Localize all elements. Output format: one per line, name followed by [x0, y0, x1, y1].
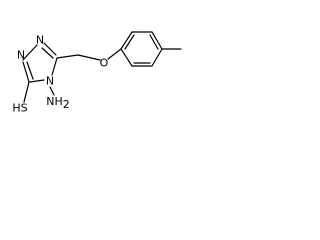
bond-ar1-ar2 [120, 31, 133, 50]
triazole-ring [22, 42, 58, 83]
benzene-ring [120, 31, 163, 67]
amino-nh: NH [46, 95, 63, 108]
bond-ar4-ar5 [151, 48, 163, 67]
bond-ar6-ar1 [120, 48, 133, 67]
bond-ar3-ar4 [151, 31, 163, 50]
bond-n2-c3-double [41, 47, 54, 59]
bond-n4-nh2 [49, 86, 55, 96]
bond-ar1-ar2-inner [124, 34, 135, 50]
bond-ch2-o [77, 54, 101, 61]
bond-n1-n2 [22, 44, 38, 61]
atom-o-label: O [100, 57, 109, 70]
atom-n1-label: N [17, 49, 25, 62]
bond-n4-c5 [29, 79, 45, 83]
bond-ar3-ar4-inner [149, 34, 159, 50]
amino-subscript: 2 [63, 98, 70, 111]
bond-c5-n1-double [26, 61, 34, 80]
molecule-structure-diagram: N N N NH2 O HS [12, 31, 182, 115]
bond-c3-n4 [51, 57, 58, 76]
atom-n4-label: N [46, 75, 54, 88]
bond-c5-s [23, 81, 30, 103]
bond-c3-ch2 [56, 54, 79, 59]
atom-amino-label: NH2 [46, 95, 70, 111]
bond-c5-n1 [22, 61, 30, 83]
atom-thiol-label: HS [12, 102, 27, 115]
bond-n2-c3 [43, 42, 57, 56]
bond-o-aryl [107, 48, 122, 60]
atom-n2-label: N [36, 34, 44, 47]
